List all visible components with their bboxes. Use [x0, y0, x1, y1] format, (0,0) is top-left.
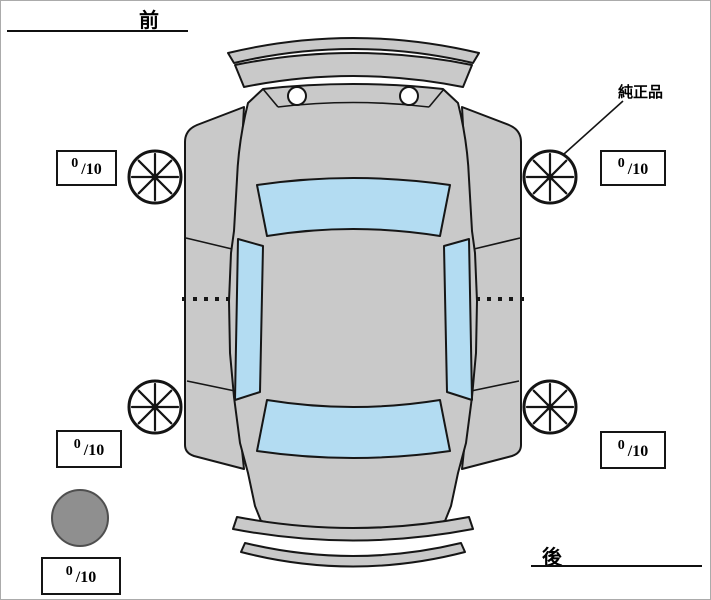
rear-bumper-bottom-arc [240, 542, 466, 568]
spare-tire-icon [51, 489, 109, 547]
hood-corner-line-right [428, 88, 445, 108]
hood-circle-right [399, 86, 419, 106]
front-bumper-band [234, 52, 473, 88]
tread-depth-denominator: /10 [75, 569, 97, 586]
windshield-front [256, 177, 451, 237]
car-main-body [228, 83, 478, 532]
fender-seam-rear-right [470, 380, 520, 392]
tread-depth-front-right: 0 /10 [600, 150, 666, 186]
fender-seam-front-right [473, 237, 521, 250]
wheel-front-left-icon [127, 149, 183, 205]
genuine-part-pointer-line [563, 100, 624, 155]
rear-bumper-band [232, 516, 474, 542]
rear-label: 後 [542, 547, 563, 569]
tread-depth-rear-right: 0 /10 [600, 431, 666, 469]
fender-seam-front-left [185, 237, 233, 250]
tread-depth-front-left: 0 /10 [56, 150, 117, 186]
genuine-part-label: 純正品 [618, 84, 664, 101]
wheel-rear-left-icon [127, 379, 183, 435]
tread-depth-denominator: /10 [627, 161, 649, 178]
tread-depth-rear-right-value: 0 [617, 438, 625, 453]
tread-depth-spare-value: 0 [65, 564, 73, 579]
tread-depth-denominator: /10 [81, 161, 102, 178]
window-rear [256, 399, 451, 459]
window-side-left [234, 238, 264, 401]
wheel-front-right-icon [522, 149, 578, 205]
front-bumper-top-arc [227, 37, 480, 64]
hood-circle-left [287, 86, 307, 106]
tread-depth-rear-left-value: 0 [73, 437, 81, 452]
tread-depth-front-left-value: 0 [71, 156, 79, 171]
window-side-right [443, 238, 473, 401]
wheel-rear-right-icon [522, 379, 578, 435]
tread-depth-rear-left: 0 /10 [56, 430, 122, 468]
tread-depth-spare: 0 /10 [41, 557, 121, 595]
front-label: 前 [139, 10, 160, 32]
car-glass-group [234, 177, 473, 459]
fender-seam-rear-left [186, 380, 236, 392]
tread-depth-denominator: /10 [83, 442, 105, 459]
rear-underline [531, 565, 702, 567]
hood-corner-line-left [262, 88, 279, 108]
front-underline [7, 30, 188, 32]
tread-depth-denominator: /10 [627, 443, 649, 460]
hood-circles [287, 86, 419, 106]
tread-depth-front-right-value: 0 [617, 156, 625, 171]
